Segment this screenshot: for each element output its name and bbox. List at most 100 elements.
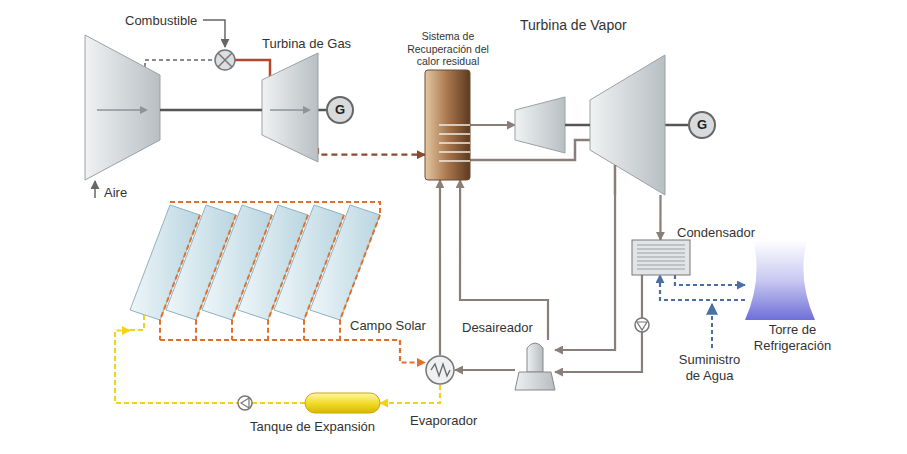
pipe-connector [400, 340, 425, 362]
pipe-connector [455, 369, 515, 371]
pump-symbol [635, 318, 649, 332]
pipe-connector [659, 195, 661, 240]
water-supply-line [711, 304, 713, 348]
expansion-tank-outline [305, 393, 380, 413]
fuel-label: Combustible [125, 13, 197, 29]
combustor [215, 50, 235, 70]
hot-gas-duct [235, 60, 270, 77]
solar-field: Campo Solar [130, 200, 400, 345]
drawing-path [170, 202, 380, 215]
generator-circle-label: G [326, 96, 354, 124]
water-supply-label: Suministro de Agua [672, 352, 747, 383]
drawing-polygon [590, 55, 665, 195]
drawing-path [431, 364, 450, 376]
gas-turbine-outline [85, 35, 318, 180]
gas-turbine: Turbina de Gas [85, 35, 318, 180]
drawing-line [160, 109, 262, 112]
drawing-path [745, 240, 815, 320]
drawing-circle [327, 97, 353, 123]
drawing-rect [305, 393, 380, 413]
pipe-connector [555, 275, 642, 372]
pipe-connector [380, 385, 440, 403]
drawing-path [303, 106, 311, 114]
drawing-polygon [310, 205, 380, 320]
gas-turbine-label: Turbina de Gas [262, 36, 351, 52]
pump-symbol [238, 396, 252, 410]
solar-field-label: Campo Solar [350, 318, 426, 334]
condenser-label: Condensador [677, 225, 755, 241]
air-arrow [94, 181, 96, 198]
generator-circle: G [688, 111, 716, 139]
deaerator-outline [515, 340, 555, 390]
drawing-path [515, 372, 555, 390]
drawing-polygon [515, 97, 565, 153]
drawing-circle [426, 356, 454, 384]
pipe-connector [115, 331, 305, 404]
evaporator-outline [425, 355, 455, 385]
drawing-path [140, 106, 148, 114]
pump-symbol [238, 396, 252, 410]
drawing-line [637, 261, 685, 262]
drawing-path [527, 343, 543, 372]
generator-circle: G [326, 96, 354, 124]
drawing-line [637, 249, 685, 250]
drawing-line [637, 269, 685, 270]
drawing-line [614, 165, 617, 195]
steam-turbine-outline [515, 55, 665, 195]
expansion-tank-label: Tanque de Expansión [250, 419, 375, 435]
condenser: Condensador [632, 240, 690, 275]
pump-symbol [637, 322, 647, 330]
cooling-tower: Torre de Refrigeración [745, 240, 815, 320]
drawing-line [270, 109, 303, 111]
pipe-connector [665, 124, 688, 127]
drawing-path [160, 339, 400, 341]
drawing-line [439, 133, 470, 135]
drawing-line [565, 124, 590, 127]
drawing-line [439, 142, 470, 144]
pump-symbol [241, 398, 249, 408]
combustor-cross [218, 53, 232, 67]
drawing-polygon [85, 35, 160, 180]
air-label: Aire [104, 185, 127, 201]
pipe-connector [675, 275, 745, 285]
drawing-circle [689, 112, 715, 138]
pipe-connector [460, 180, 548, 340]
drawing-line [439, 151, 470, 153]
drawing-span: G [335, 102, 345, 118]
drawing-rect [425, 70, 470, 180]
drawing-polygon [262, 53, 318, 162]
pipe-connector [555, 195, 615, 350]
deaerator: Desaireador [515, 340, 555, 390]
heat-recovery-unit: Sistema de Recuperación del calor residu… [425, 70, 470, 180]
drawing-line [637, 265, 685, 266]
pipe-connector [318, 148, 425, 155]
heat-recovery-unit-outline [425, 70, 470, 180]
air-duct [145, 60, 215, 67]
cooling-tower-outline [745, 240, 815, 320]
pipe-connector [318, 109, 326, 112]
drawing-line [637, 257, 685, 258]
drawing-line [439, 124, 470, 126]
steam-turbine-label: Turbina de Vapor [520, 17, 627, 34]
pipe-connector [439, 180, 441, 355]
pipe-connector [470, 124, 515, 126]
drawing-span: G [697, 117, 707, 133]
pipe-connector [660, 275, 745, 300]
drawing-line [637, 253, 685, 254]
fuel-line [203, 20, 225, 47]
evaporator-label: Evaporador [410, 413, 477, 429]
deaerator-label: Desaireador [462, 320, 533, 336]
heat-recovery-unit-label: Sistema de Recuperación del calor residu… [398, 30, 498, 68]
pump-symbol [635, 318, 649, 332]
condenser-outline [632, 240, 690, 275]
drawing-path [130, 312, 144, 330]
steam-turbine: Turbina de Vapor [515, 55, 665, 195]
evaporator: Evaporador [425, 355, 455, 385]
cooling-tower-label: Torre de Refrigeración [745, 322, 840, 353]
expansion-tank: Tanque de Expansión [305, 393, 380, 413]
drawing-rect [632, 240, 690, 275]
drawing-line [439, 160, 470, 162]
generator-circle-label: G [688, 111, 716, 139]
drawing-line [637, 245, 685, 246]
